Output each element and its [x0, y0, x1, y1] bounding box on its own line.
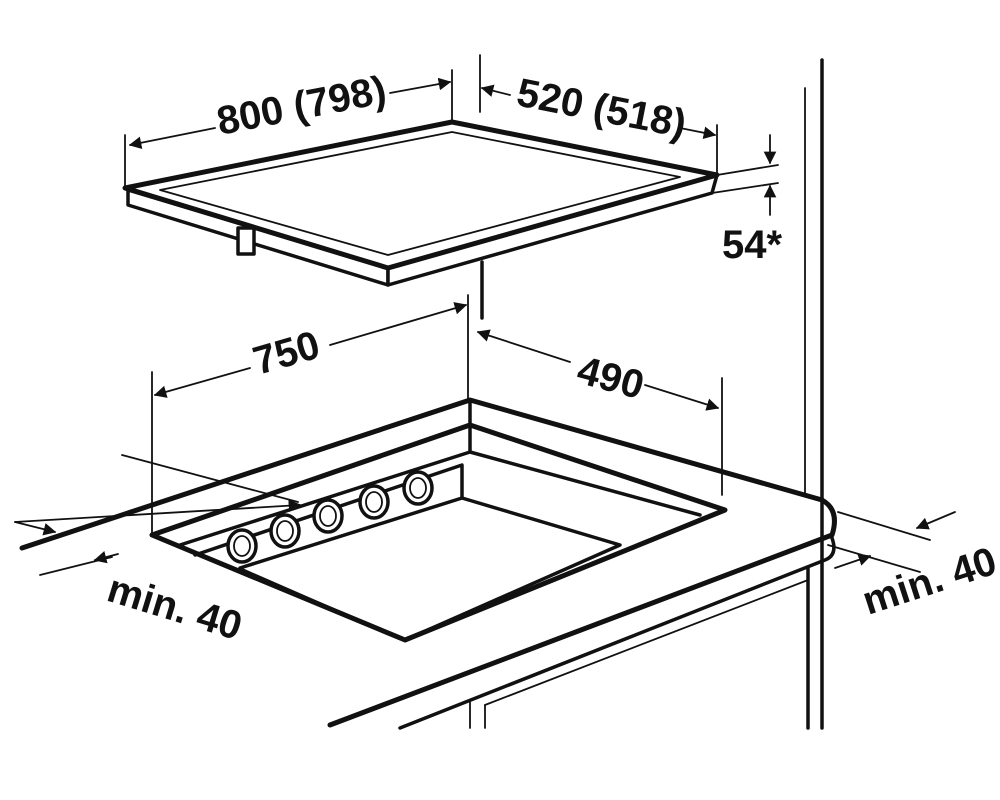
front-clearance-label: min. 40	[102, 567, 247, 649]
dimension-lines	[14, 54, 956, 576]
hob-height-label: 54*	[722, 223, 782, 267]
knob	[226, 528, 258, 564]
side-clearance-label: min. 40	[857, 539, 1000, 623]
control-knobs	[226, 470, 434, 564]
hob-depth-label: 520 (518)	[513, 71, 689, 147]
wall	[804, 58, 824, 730]
knob	[312, 498, 344, 534]
knob	[269, 513, 301, 549]
hob-width-label: 800 (798)	[213, 68, 389, 144]
countertop	[19, 397, 837, 730]
mounting-clip	[236, 226, 256, 256]
cutout-depth-label: 490	[573, 348, 649, 408]
hob	[122, 119, 720, 287]
cutout-width-label: 750	[248, 323, 324, 384]
knob	[402, 470, 434, 506]
knob	[358, 484, 390, 520]
